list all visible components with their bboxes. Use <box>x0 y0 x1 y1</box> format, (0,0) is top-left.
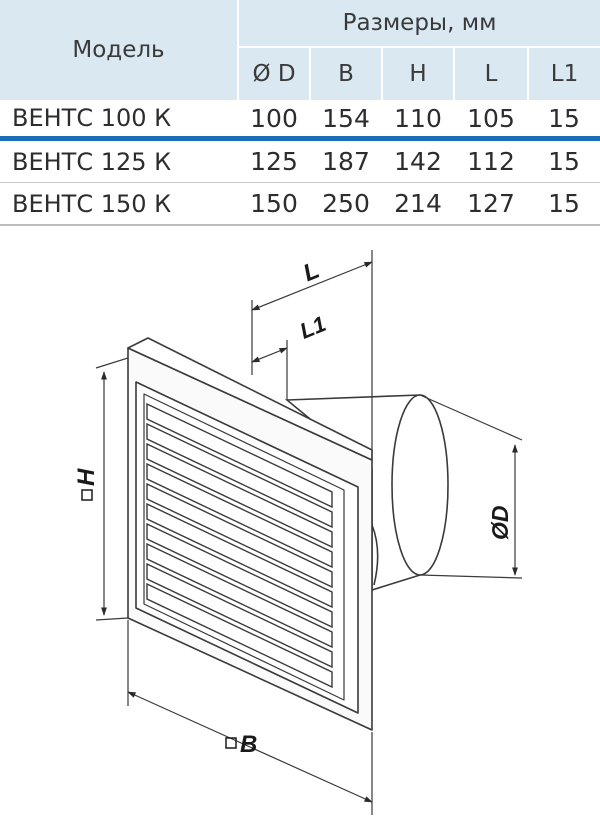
value-cell: 15 <box>528 138 600 183</box>
value-cell: 250 <box>310 182 382 226</box>
value-cell: 142 <box>382 138 454 183</box>
value-cell: 187 <box>310 138 382 183</box>
value-cell: 15 <box>528 100 600 141</box>
value-cell: 125 <box>238 138 310 183</box>
fan-dimension-drawing: L L1 H ØD B <box>73 250 523 815</box>
svg-text:B: B <box>240 731 257 758</box>
column-header-d: Ø D <box>238 47 311 100</box>
dimension-label-h: H <box>73 468 100 501</box>
value-cell: 112 <box>454 138 528 183</box>
square-symbol <box>81 489 93 501</box>
value-cell: 15 <box>528 182 600 226</box>
dimensions-group-header: Размеры, мм <box>238 0 600 48</box>
grille-louvres <box>146 402 333 689</box>
model-cell: ВЕНТС 150 К <box>0 182 238 226</box>
column-header-b: B <box>310 47 383 100</box>
value-cell: 105 <box>454 100 528 141</box>
dimensions-table: Модель Размеры, мм Ø D B H L L1 ВЕНТС 10… <box>0 0 600 226</box>
dimension-label-l: L <box>300 257 324 288</box>
dimension-label-d: ØD <box>487 506 513 541</box>
value-cell: 110 <box>382 100 454 141</box>
table-row: ВЕНТС 125 К 125 187 142 112 15 <box>0 138 600 183</box>
model-header: Модель <box>0 0 239 100</box>
svg-text:ØD: ØD <box>487 506 513 541</box>
model-cell: ВЕНТС 125 К <box>0 138 238 183</box>
table-row: ВЕНТС 150 К 150 250 214 127 15 <box>0 182 600 226</box>
square-symbol <box>225 737 237 749</box>
table-row: ВЕНТС 100 К 100 154 110 105 15 <box>0 100 600 141</box>
column-header-l1: L1 <box>528 47 600 100</box>
value-cell: 214 <box>382 182 454 226</box>
value-cell: 154 <box>310 100 382 141</box>
column-header-l: L <box>454 47 529 100</box>
value-cell: 127 <box>454 182 528 226</box>
dimension-label-l1: L1 <box>296 311 329 344</box>
dimension-lines <box>95 250 523 815</box>
model-cell: ВЕНТС 100 К <box>0 100 238 141</box>
value-cell: 150 <box>238 182 310 226</box>
column-header-h: H <box>382 47 455 100</box>
dimension-label-b: B <box>225 731 257 758</box>
svg-text:H: H <box>73 468 100 486</box>
value-cell: 100 <box>238 100 310 141</box>
